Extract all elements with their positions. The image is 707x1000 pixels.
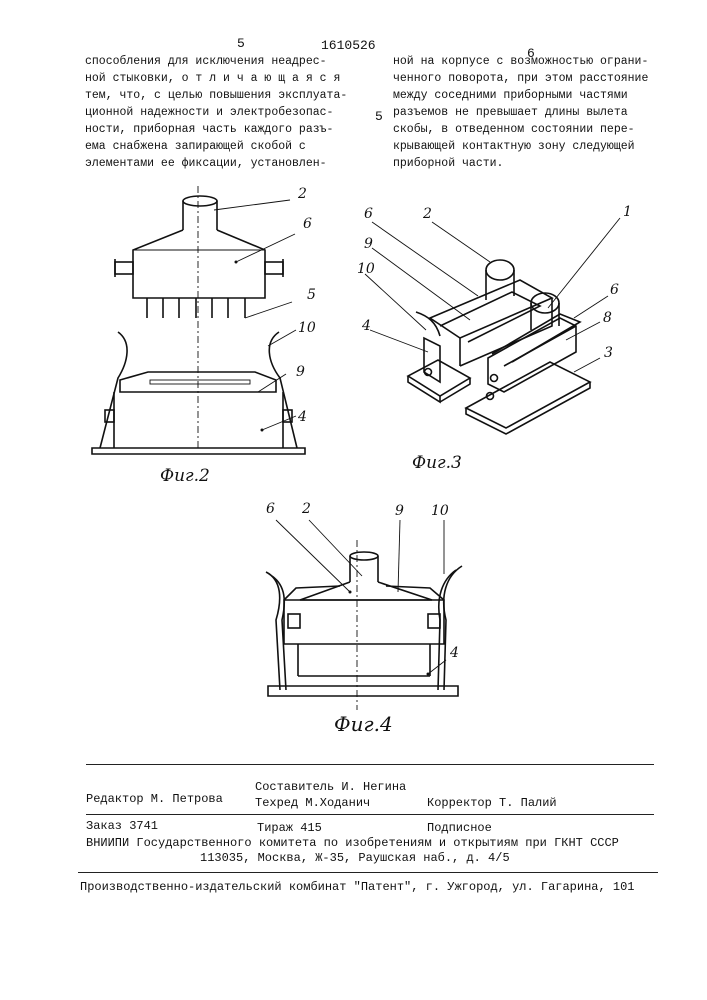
fig4-callout-10: 10 <box>431 503 449 519</box>
footer-top-rule <box>86 764 654 765</box>
fig4-caption: Фиг.4 <box>334 712 393 736</box>
footer-address: 113035, Москва, Ж-35, Раушская наб., д. … <box>200 851 510 865</box>
fig4-callout-4: 4 <box>450 645 459 661</box>
footer-publisher: Производственно-издательский комбинат "П… <box>80 880 635 894</box>
footer-corrector: Корректор Т. Палий <box>427 796 557 810</box>
fig4-callout-6: 6 <box>266 501 275 517</box>
footer-techred: Техред М.Ходанич <box>255 796 370 810</box>
footer-compiler: Составитель И. Негина <box>255 780 406 794</box>
footer-rule-3 <box>78 872 658 873</box>
footer-order: Заказ 3741 <box>86 819 158 833</box>
footer-circulation: Тираж 415 <box>257 821 322 835</box>
footer-editor: Редактор М. Петрова <box>86 792 223 806</box>
footer-rule-2 <box>86 814 654 815</box>
footer-subscription: Подписное <box>427 821 492 835</box>
fig4-callout-9: 9 <box>395 503 404 519</box>
fig4-callout-2: 2 <box>302 501 311 517</box>
footer-institute: ВНИИПИ Государственного комитета по изоб… <box>86 836 619 850</box>
